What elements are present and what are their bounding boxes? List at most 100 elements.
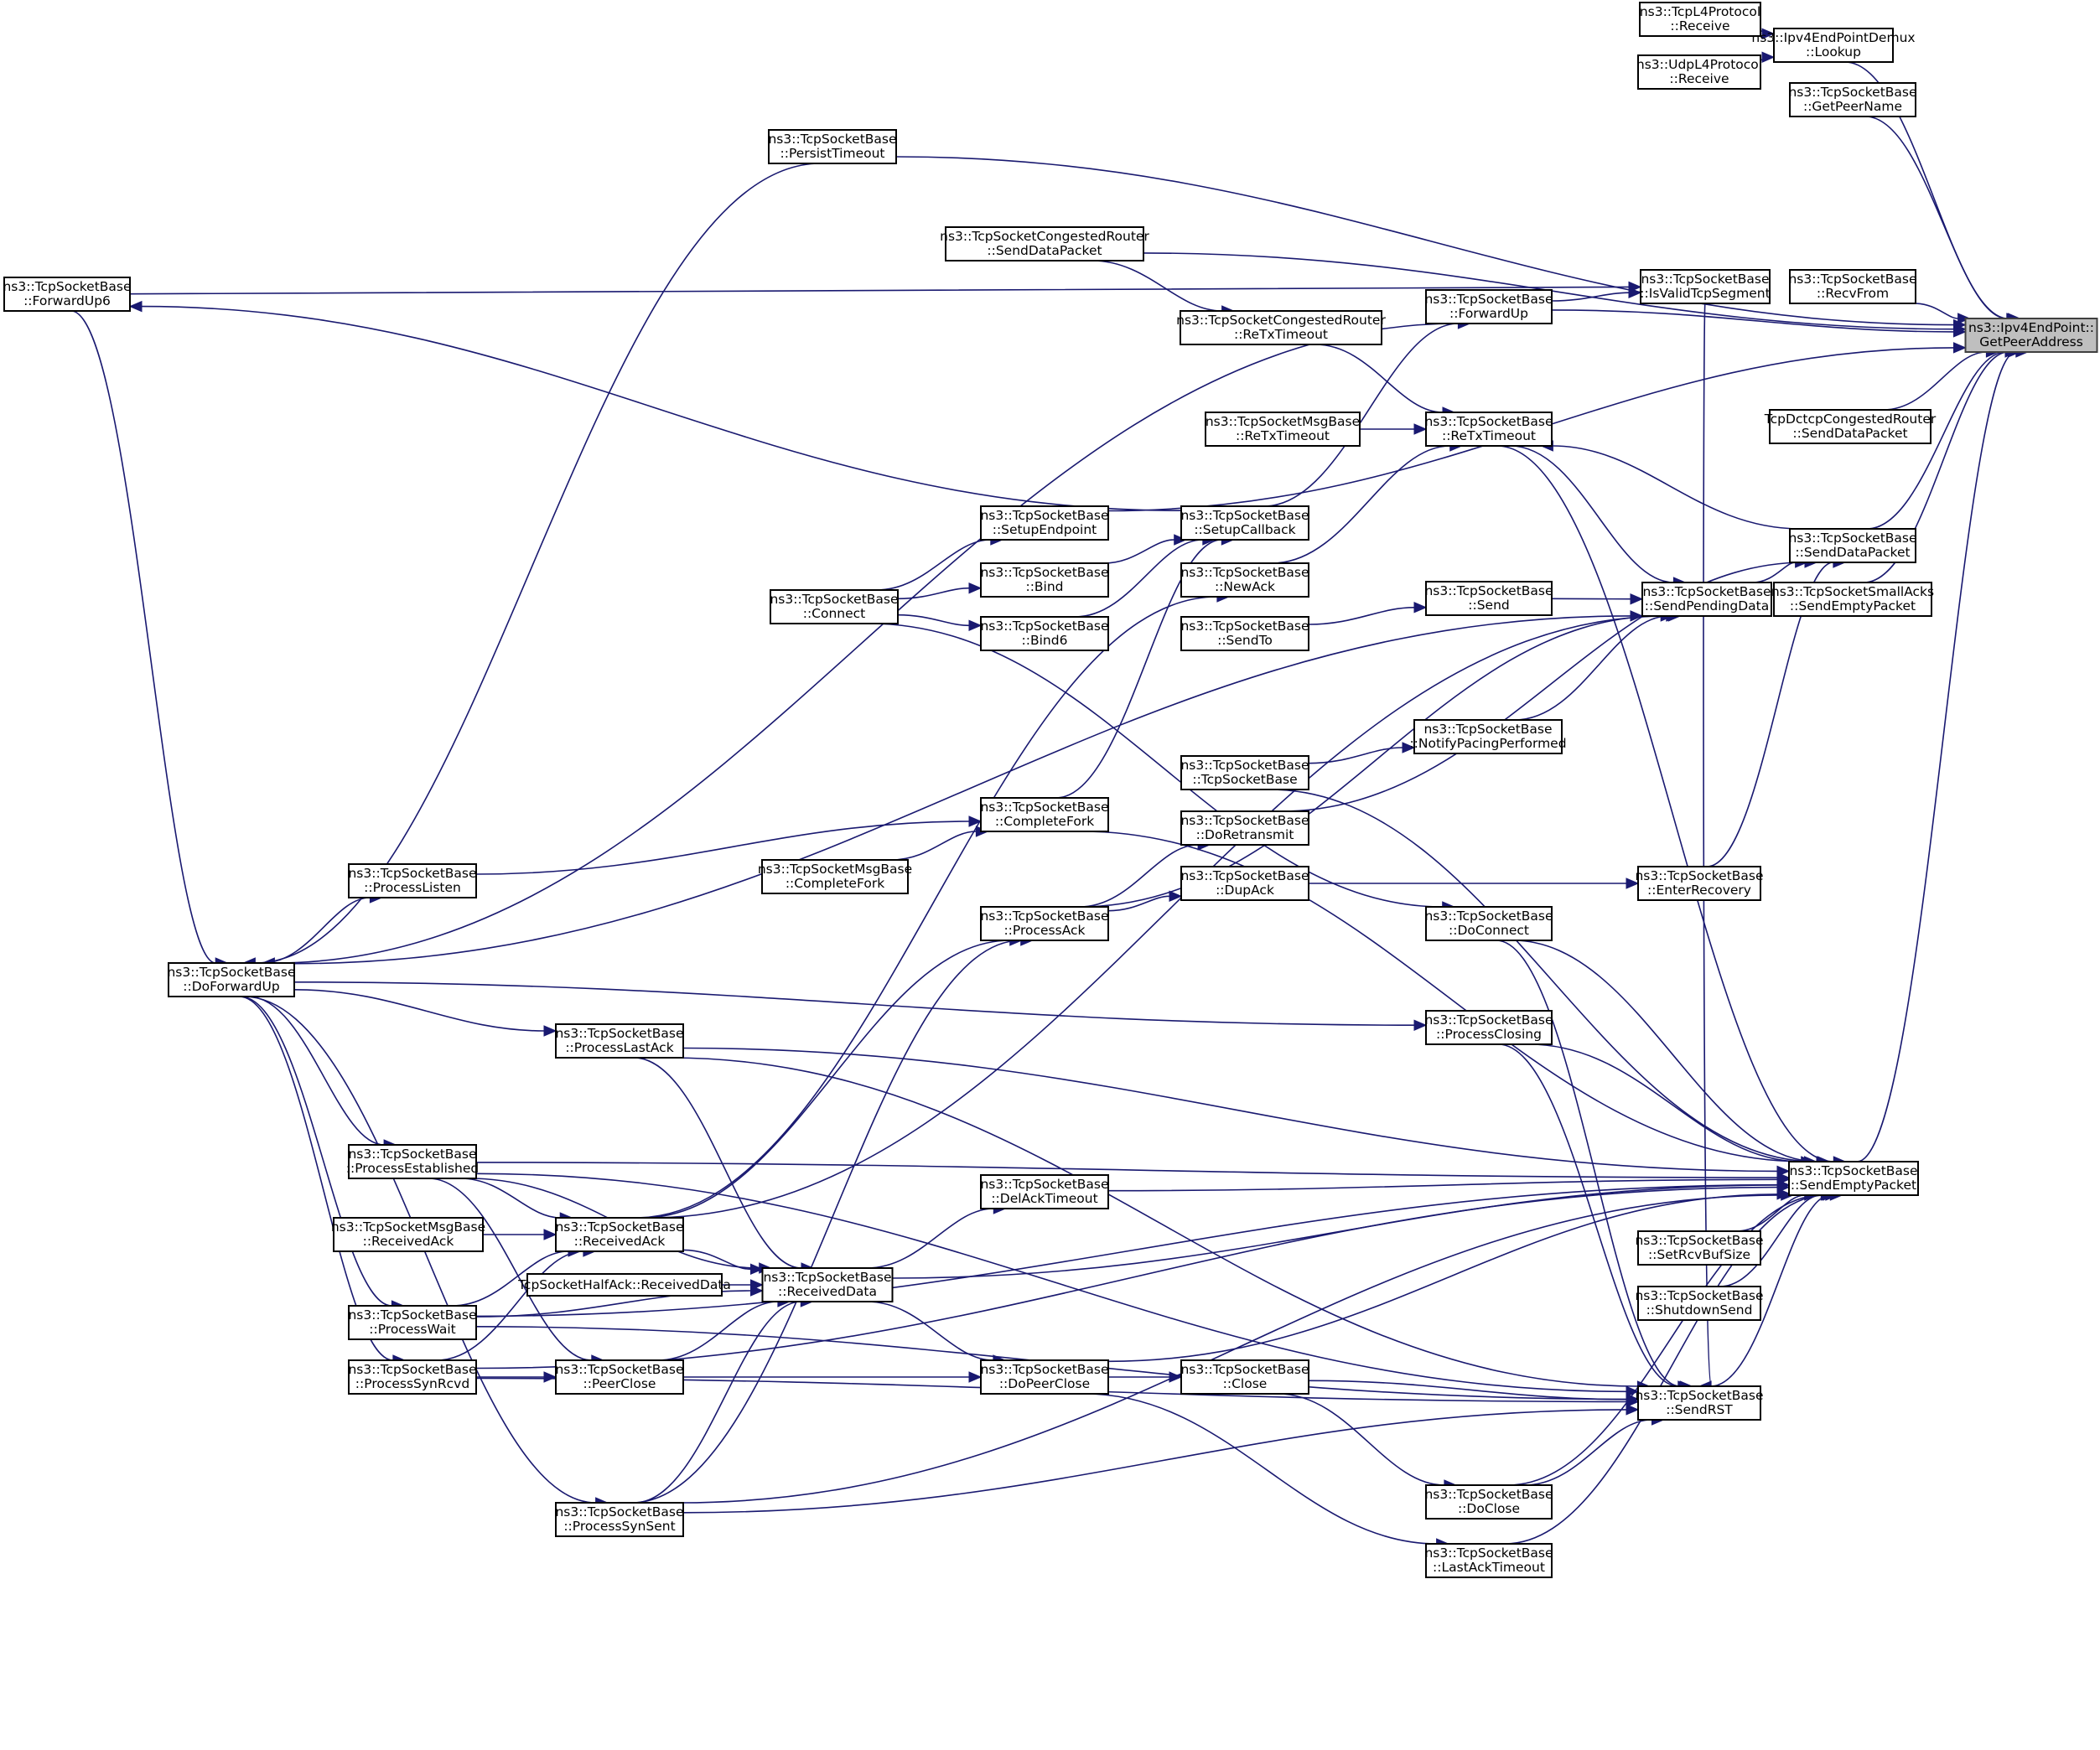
- graph-node-msg-base-complete-fork[interactable]: ns3::TcpSocketMsgBase::CompleteFork: [758, 859, 912, 894]
- graph-edge: [1510, 445, 1674, 583]
- graph-edge: [70, 310, 216, 964]
- graph-node-do-forward-up[interactable]: ns3::TcpSocketBase::DoForwardUp: [167, 962, 296, 997]
- graph-node-received-ack[interactable]: ns3::TcpSocketBase::ReceivedAck: [555, 1217, 684, 1252]
- graph-node-close[interactable]: ns3::TcpSocketBase::Close: [1180, 1359, 1309, 1395]
- graph-node-send-empty-packet[interactable]: ns3::TcpSocketBase::SendEmptyPacket: [1788, 1161, 1919, 1196]
- graph-node-setup-endpoint[interactable]: ns3::TcpSocketBase::SetupEndpoint: [980, 505, 1109, 541]
- graph-node-dup-ack[interactable]: ns3::TcpSocketBase::DupAck: [1180, 866, 1309, 901]
- node-box: [333, 1217, 484, 1252]
- node-box: [168, 962, 295, 997]
- graph-node-process-wait[interactable]: ns3::TcpSocketBase::ProcessWait: [348, 1305, 477, 1340]
- graph-node-peer-close[interactable]: ns3::TcpSocketBase::PeerClose: [555, 1359, 684, 1395]
- graph-node-is-valid-tcp-segment[interactable]: ns3::TcpSocketBase::IsValidTcpSegment: [1640, 269, 1771, 304]
- graph-edge: [262, 897, 371, 964]
- graph-edge: [1703, 303, 1712, 1387]
- graph-node-tcp-l4-receive[interactable]: ns3::TcpL4Protocol::Receive: [1639, 2, 1761, 37]
- graph-node-half-ack-received-data[interactable]: TcpSocketHalfAck::ReceivedData: [517, 1273, 731, 1297]
- graph-node-process-syn-rcvd[interactable]: ns3::TcpSocketBase::ProcessSynRcvd: [348, 1359, 477, 1395]
- graph-node-recv-from[interactable]: ns3::TcpSocketBase::RecvFrom: [1788, 269, 1917, 304]
- arrowhead-icon: [1169, 890, 1183, 903]
- node-label-line: ::ReceivedAck: [574, 1234, 666, 1249]
- graph-node-do-peer-close[interactable]: ns3::TcpSocketBase::DoPeerClose: [980, 1359, 1109, 1395]
- graph-node-send-pending-data[interactable]: ns3::TcpSocketBase::SendPendingData: [1641, 582, 1772, 617]
- arrowhead-icon: [1413, 1019, 1428, 1031]
- node-label-line: ns3::TcpSocketBase: [980, 619, 1108, 634]
- graph-node-udp-l4-receive[interactable]: ns3::UdpL4Protocol::Receive: [1636, 54, 1762, 90]
- graph-node-forward-up[interactable]: ns3::TcpSocketBase::ForwardUp: [1424, 289, 1553, 324]
- graph-node-process-ack[interactable]: ns3::TcpSocketBase::ProcessAck: [980, 906, 1109, 941]
- graph-node-process-last-ack[interactable]: ns3::TcpSocketBase::ProcessLastAck: [555, 1023, 684, 1059]
- graph-node-send-to[interactable]: ns3::TcpSocketBase::SendTo: [1180, 616, 1309, 651]
- graph-node-received-data[interactable]: ns3::TcpSocketBase::ReceivedData: [761, 1267, 894, 1302]
- graph-node-send-data-packet[interactable]: ns3::TcpSocketBase::SendDataPacket: [1788, 528, 1917, 563]
- node-box: [770, 589, 899, 624]
- graph-edge: [1091, 260, 1222, 312]
- node-label-line: ::DelAckTimeout: [991, 1191, 1097, 1206]
- graph-node-get-peer-name[interactable]: ns3::TcpSocketBase::GetPeerName: [1788, 82, 1917, 117]
- graph-node-forward-up6[interactable]: ns3::TcpSocketBase::ForwardUp6: [3, 277, 132, 312]
- node-box: [1180, 810, 1309, 846]
- arrowhead-icon: [1781, 1189, 1794, 1201]
- node-label-line: ::ReTxTimeout: [1442, 428, 1536, 443]
- graph-node-do-close[interactable]: ns3::TcpSocketBase::DoClose: [1424, 1484, 1553, 1520]
- graph-edge: [876, 539, 991, 591]
- graph-node-ctor[interactable]: ns3::TcpSocketBase::TcpSocketBase: [1180, 755, 1309, 790]
- graph-node-complete-fork[interactable]: ns3::TcpSocketBase::CompleteFork: [980, 797, 1109, 832]
- graph-edge: [1551, 292, 1630, 302]
- node-box: [555, 1217, 684, 1252]
- graph-node-cong-router-re-tx-timeout[interactable]: ns3::TcpSocketCongestedRouter::ReTxTimeo…: [1176, 310, 1386, 345]
- graph-node-process-established[interactable]: ns3::TcpSocketBase::ProcessEstablished: [346, 1144, 479, 1179]
- graph-node-small-acks-send-empty-packet[interactable]: ns3::TcpSocketSmallAcks::SendEmptyPacket: [1771, 582, 1934, 617]
- node-label-line: ns3::TcpSocketBase: [1180, 813, 1309, 828]
- graph-node-setup-callback[interactable]: ns3::TcpSocketBase::SetupCallback: [1180, 505, 1309, 541]
- graph-node-process-closing[interactable]: ns3::TcpSocketBase::ProcessClosing: [1424, 1010, 1553, 1045]
- graph-node-msg-base-re-tx-timeout[interactable]: ns3::TcpSocketMsgBase::ReTxTimeout: [1205, 412, 1361, 447]
- node-box: [1425, 412, 1553, 447]
- graph-node-last-ack-timeout[interactable]: ns3::TcpSocketBase::LastAckTimeout: [1424, 1543, 1553, 1578]
- arrowhead-icon: [1630, 593, 1644, 605]
- graph-edge: [1075, 539, 1203, 618]
- graph-node-cong-router-send-data-packet[interactable]: ns3::TcpSocketCongestedRouter::SendDataP…: [940, 226, 1149, 261]
- graph-node-bind[interactable]: ns3::TcpSocketBase::Bind: [980, 562, 1109, 598]
- graph-edge: [657, 1301, 778, 1361]
- graph-node-send[interactable]: ns3::TcpSocketBase::Send: [1424, 581, 1553, 616]
- node-label-line: ns3::TcpSocketBase: [1635, 868, 1763, 883]
- node-box: [1789, 528, 1916, 563]
- graph-node-del-ack-timeout[interactable]: ns3::TcpSocketBase::DelAckTimeout: [980, 1174, 1109, 1209]
- graph-edge: [1529, 1043, 1802, 1162]
- node-box: [980, 797, 1109, 832]
- graph-edge: [475, 821, 970, 875]
- graph-node-send-rst[interactable]: ns3::TcpSocketBase::SendRST: [1635, 1385, 1764, 1421]
- graph-node-do-retransmit[interactable]: ns3::TcpSocketBase::DoRetransmit: [1180, 810, 1309, 846]
- node-box: [980, 616, 1109, 651]
- node-label-line: ::ProcessListen: [364, 880, 461, 895]
- graph-node-process-listen[interactable]: ns3::TcpSocketBase::ProcessListen: [348, 863, 477, 898]
- graph-node-new-ack[interactable]: ns3::TcpSocketBase::NewAck: [1180, 562, 1309, 598]
- graph-node-persist-timeout[interactable]: ns3::TcpSocketBase::PersistTimeout: [768, 129, 897, 164]
- node-label-line: ns3::TcpSocketBase: [1635, 1388, 1763, 1403]
- graph-node-enter-recovery[interactable]: ns3::TcpSocketBase::EnterRecovery: [1635, 866, 1764, 901]
- graph-node-dctcp-send-data-packet[interactable]: TcpDctcpCongestedRouter::SendDataPacket: [1764, 409, 1937, 444]
- graph-edge: [895, 156, 1954, 326]
- node-box: [1788, 1161, 1919, 1196]
- graph-node-get-peer-address[interactable]: ns3::Ipv4EndPoint::GetPeerAddress: [1964, 318, 2098, 353]
- graph-node-shutdown-send[interactable]: ns3::TcpSocketBase::ShutdownSend: [1635, 1286, 1764, 1321]
- node-label-line: ns3::TcpSocketBase: [1180, 1362, 1309, 1377]
- node-label-line: ns3::TcpSocketBase: [1788, 531, 1916, 546]
- node-label-line: ns3::TcpSocketBase: [348, 866, 476, 881]
- graph-node-msg-base-received-ack[interactable]: ns3::TcpSocketMsgBase::ReceivedAck: [331, 1217, 485, 1252]
- graph-node-bind6[interactable]: ns3::TcpSocketBase::Bind6: [980, 616, 1109, 651]
- graph-node-process-syn-sent[interactable]: ns3::TcpSocketBase::ProcessSynSent: [555, 1502, 684, 1537]
- graph-node-set-rcv-buf-size[interactable]: ns3::TcpSocketBase::SetRcvBufSize: [1635, 1230, 1764, 1266]
- node-box: [1425, 1543, 1553, 1578]
- graph-node-connect[interactable]: ns3::TcpSocketBase::Connect: [770, 589, 899, 624]
- graph-node-do-connect[interactable]: ns3::TcpSocketBase::DoConnect: [1424, 906, 1553, 941]
- node-box: [1425, 1484, 1553, 1520]
- graph-node-re-tx-timeout[interactable]: ns3::TcpSocketBase::ReTxTimeout: [1424, 412, 1553, 447]
- graph-node-notify-pacing-performed[interactable]: ns3::TcpSocketBase::NotifyPacingPerforme…: [1409, 719, 1567, 754]
- graph-node-lookup[interactable]: ns3::Ipv4EndPointDemux::Lookup: [1751, 28, 1916, 63]
- node-label-line: ::CompleteFork: [786, 876, 884, 891]
- node-label-line: ::Bind: [1025, 579, 1063, 594]
- node-label-line: ::Receive: [1670, 18, 1729, 34]
